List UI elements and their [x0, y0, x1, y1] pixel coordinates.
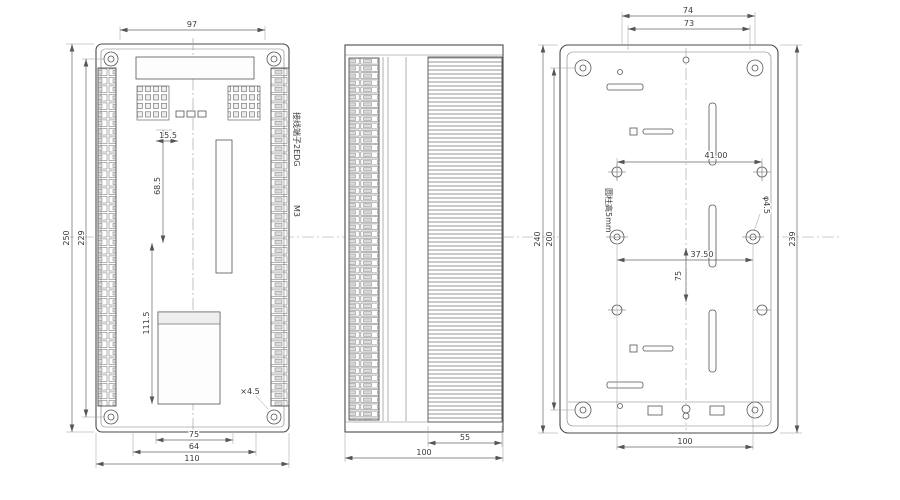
- mount-hole-inner: [107, 55, 115, 63]
- boss-hole: [579, 406, 587, 414]
- dim-text: 37.50: [691, 250, 714, 259]
- side-view: 55 100: [344, 44, 504, 462]
- dim-front-lower-offset: 111.5: [141, 243, 155, 404]
- leader-line: [753, 213, 761, 232]
- dim-front-top-width: 97: [119, 19, 266, 40]
- led-cluster-right: [227, 85, 261, 121]
- dim-text: 15.5: [159, 131, 177, 140]
- led-cluster-left: [136, 85, 170, 121]
- dim-text: 111.5: [142, 312, 151, 335]
- vent-slot: [606, 381, 644, 389]
- back-outline: [559, 44, 779, 434]
- clip: [709, 405, 725, 416]
- front-center-slot: [215, 139, 233, 274]
- dim-text: 73: [684, 19, 694, 28]
- side-fin-area: [427, 56, 503, 423]
- rib-slot: [708, 309, 717, 373]
- dim-back-span-a: 41.00: [616, 150, 763, 168]
- front-corner-holes: [103, 51, 282, 425]
- screw-label: M3: [292, 205, 301, 217]
- dim-front-outer-height: 250: [61, 43, 94, 433]
- dim-front-hole-height: 229: [76, 58, 104, 418]
- dim-side-depth: 100: [344, 433, 504, 462]
- dim-back-left-outer: 240: [532, 44, 558, 434]
- dim-text: 75: [674, 271, 683, 281]
- boss-hole: [751, 406, 759, 414]
- front-bottom-module: [157, 311, 221, 405]
- mount-hole-inner: [107, 413, 115, 421]
- dim-back-left-inner: 200: [544, 67, 575, 411]
- dim-text: 100: [677, 437, 692, 446]
- terminal-strip-right: [270, 67, 290, 407]
- post-note: 圆柱高5mm: [604, 188, 614, 233]
- dim-text: 200: [545, 231, 554, 246]
- small-hole: [617, 69, 623, 75]
- mount-hole-inner: [270, 55, 278, 63]
- side-terminal-column: [348, 57, 380, 421]
- dim-back-right: 239: [780, 44, 802, 434]
- button: [175, 110, 185, 118]
- mount-hole-inner: [270, 413, 278, 421]
- leader-line: [255, 395, 269, 410]
- square-boss: [629, 127, 638, 136]
- button: [197, 110, 207, 118]
- dim-back-span-c: 75: [673, 248, 689, 302]
- back-interior-features: [606, 83, 771, 416]
- rib-slot: [708, 102, 717, 166]
- callout-text: ×4.5: [240, 387, 259, 396]
- dim-text: 240: [533, 231, 542, 246]
- terminal-strip-left: [97, 67, 117, 407]
- bottom-hole: [681, 404, 691, 414]
- front-view: 97 250 229 68.5 15.5 111.5: [61, 19, 303, 468]
- rib-slot: [708, 204, 717, 268]
- small-hole: [617, 403, 623, 409]
- small-hole: [682, 56, 690, 64]
- dim-text: 97: [187, 20, 197, 29]
- dim-text: 64: [189, 442, 199, 451]
- vent-slot: [606, 83, 644, 91]
- dim-text: 74: [683, 6, 693, 15]
- square-boss: [629, 344, 638, 353]
- dim-text: 55: [460, 433, 470, 442]
- display-window: [135, 56, 255, 80]
- vent-slot: [642, 128, 674, 135]
- button: [186, 110, 196, 118]
- vent-slot: [642, 345, 674, 352]
- back-corner-bosses: [574, 56, 764, 420]
- back-view: 74 73 240 200 239: [532, 5, 802, 450]
- dim-front-small-offset: 15.5: [156, 130, 178, 144]
- dim-front-bottom-c: 110: [95, 433, 290, 468]
- terminal-label: 接线端子2EDG: [292, 112, 302, 167]
- dim-text: 110: [184, 454, 199, 463]
- dim-back-top-a: 74: [621, 5, 756, 44]
- clip: [647, 405, 663, 416]
- back-hole-callout: φ4.5: [753, 195, 772, 232]
- boss-hole: [751, 64, 759, 72]
- dim-text: 100: [416, 448, 431, 457]
- dim-front-bottom-b: 64: [132, 433, 257, 456]
- dim-back-top-b: 73: [627, 18, 751, 50]
- dim-text: 239: [788, 231, 797, 246]
- dim-side-fin: 55: [427, 426, 503, 447]
- back-inner-outline: [566, 51, 772, 427]
- dim-front-upper-offset: 68.5: [152, 129, 172, 243]
- front-bottom-module-top: [157, 311, 221, 325]
- front-hole-callout: ×4.5: [239, 386, 269, 410]
- dim-text: 250: [62, 230, 71, 245]
- dim-text: 68.5: [153, 177, 162, 195]
- callout-text: φ4.5: [762, 196, 771, 214]
- boss-hole: [579, 64, 587, 72]
- dim-text: 75: [189, 430, 199, 439]
- dim-text: 229: [77, 230, 86, 245]
- dim-front-bottom-a: 75: [155, 429, 234, 444]
- small-hole: [682, 412, 690, 420]
- dim-back-bottom: 100: [616, 245, 754, 450]
- dim-text: 41.00: [705, 151, 728, 160]
